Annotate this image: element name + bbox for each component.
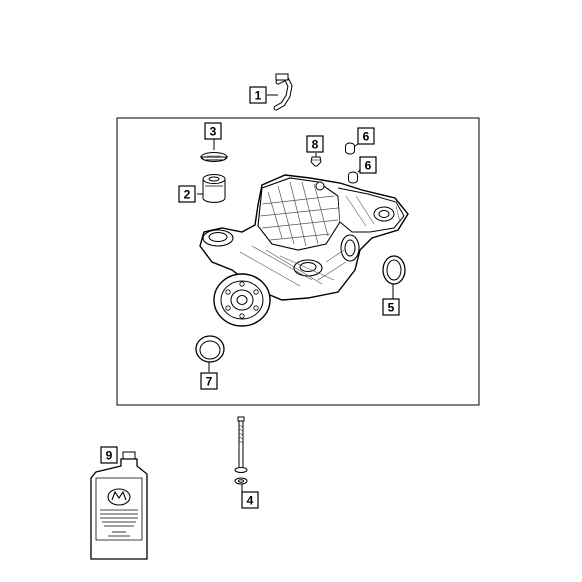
axle-seal-part[interactable]	[382, 255, 406, 299]
callout-3-label: 3	[210, 125, 217, 139]
cap-part[interactable]	[199, 139, 229, 162]
callout-6-upper-label: 6	[363, 130, 370, 144]
callout-1[interactable]: 1	[249, 86, 267, 104]
callout-6-lower-label: 6	[365, 159, 372, 173]
bolt-part[interactable]	[234, 416, 248, 492]
callout-7-label: 7	[206, 375, 213, 389]
plug-part-lower[interactable]	[348, 169, 361, 184]
assembly-frame	[116, 117, 480, 406]
callout-8[interactable]: 8	[306, 135, 324, 153]
plug-part-upper[interactable]	[345, 142, 359, 155]
callout-6-lower[interactable]: 6	[359, 156, 377, 174]
differential-housing[interactable]	[199, 174, 409, 301]
mopar-logo-icon	[107, 488, 131, 506]
callout-3[interactable]: 3	[204, 122, 222, 140]
input-flange[interactable]	[213, 273, 271, 327]
callout-2[interactable]: 2	[178, 185, 196, 203]
pinion-seal-part[interactable]	[195, 335, 225, 372]
callout-7[interactable]: 7	[200, 372, 218, 390]
vent-tube-part[interactable]	[267, 73, 293, 111]
callout-4-label: 4	[247, 494, 254, 508]
callout-5[interactable]: 5	[382, 298, 400, 316]
fitting-part[interactable]	[310, 153, 322, 167]
callout-5-label: 5	[388, 301, 395, 315]
bushing-part[interactable]	[197, 174, 226, 203]
callout-9[interactable]: 9	[100, 446, 118, 464]
callout-1-label: 1	[255, 89, 262, 103]
callout-4[interactable]: 4	[241, 491, 259, 509]
callout-9-label: 9	[106, 449, 113, 463]
oil-bottle-part[interactable]	[90, 451, 148, 560]
callout-8-label: 8	[312, 138, 319, 152]
callout-2-label: 2	[184, 188, 191, 202]
callout-6-upper[interactable]: 6	[357, 127, 375, 145]
